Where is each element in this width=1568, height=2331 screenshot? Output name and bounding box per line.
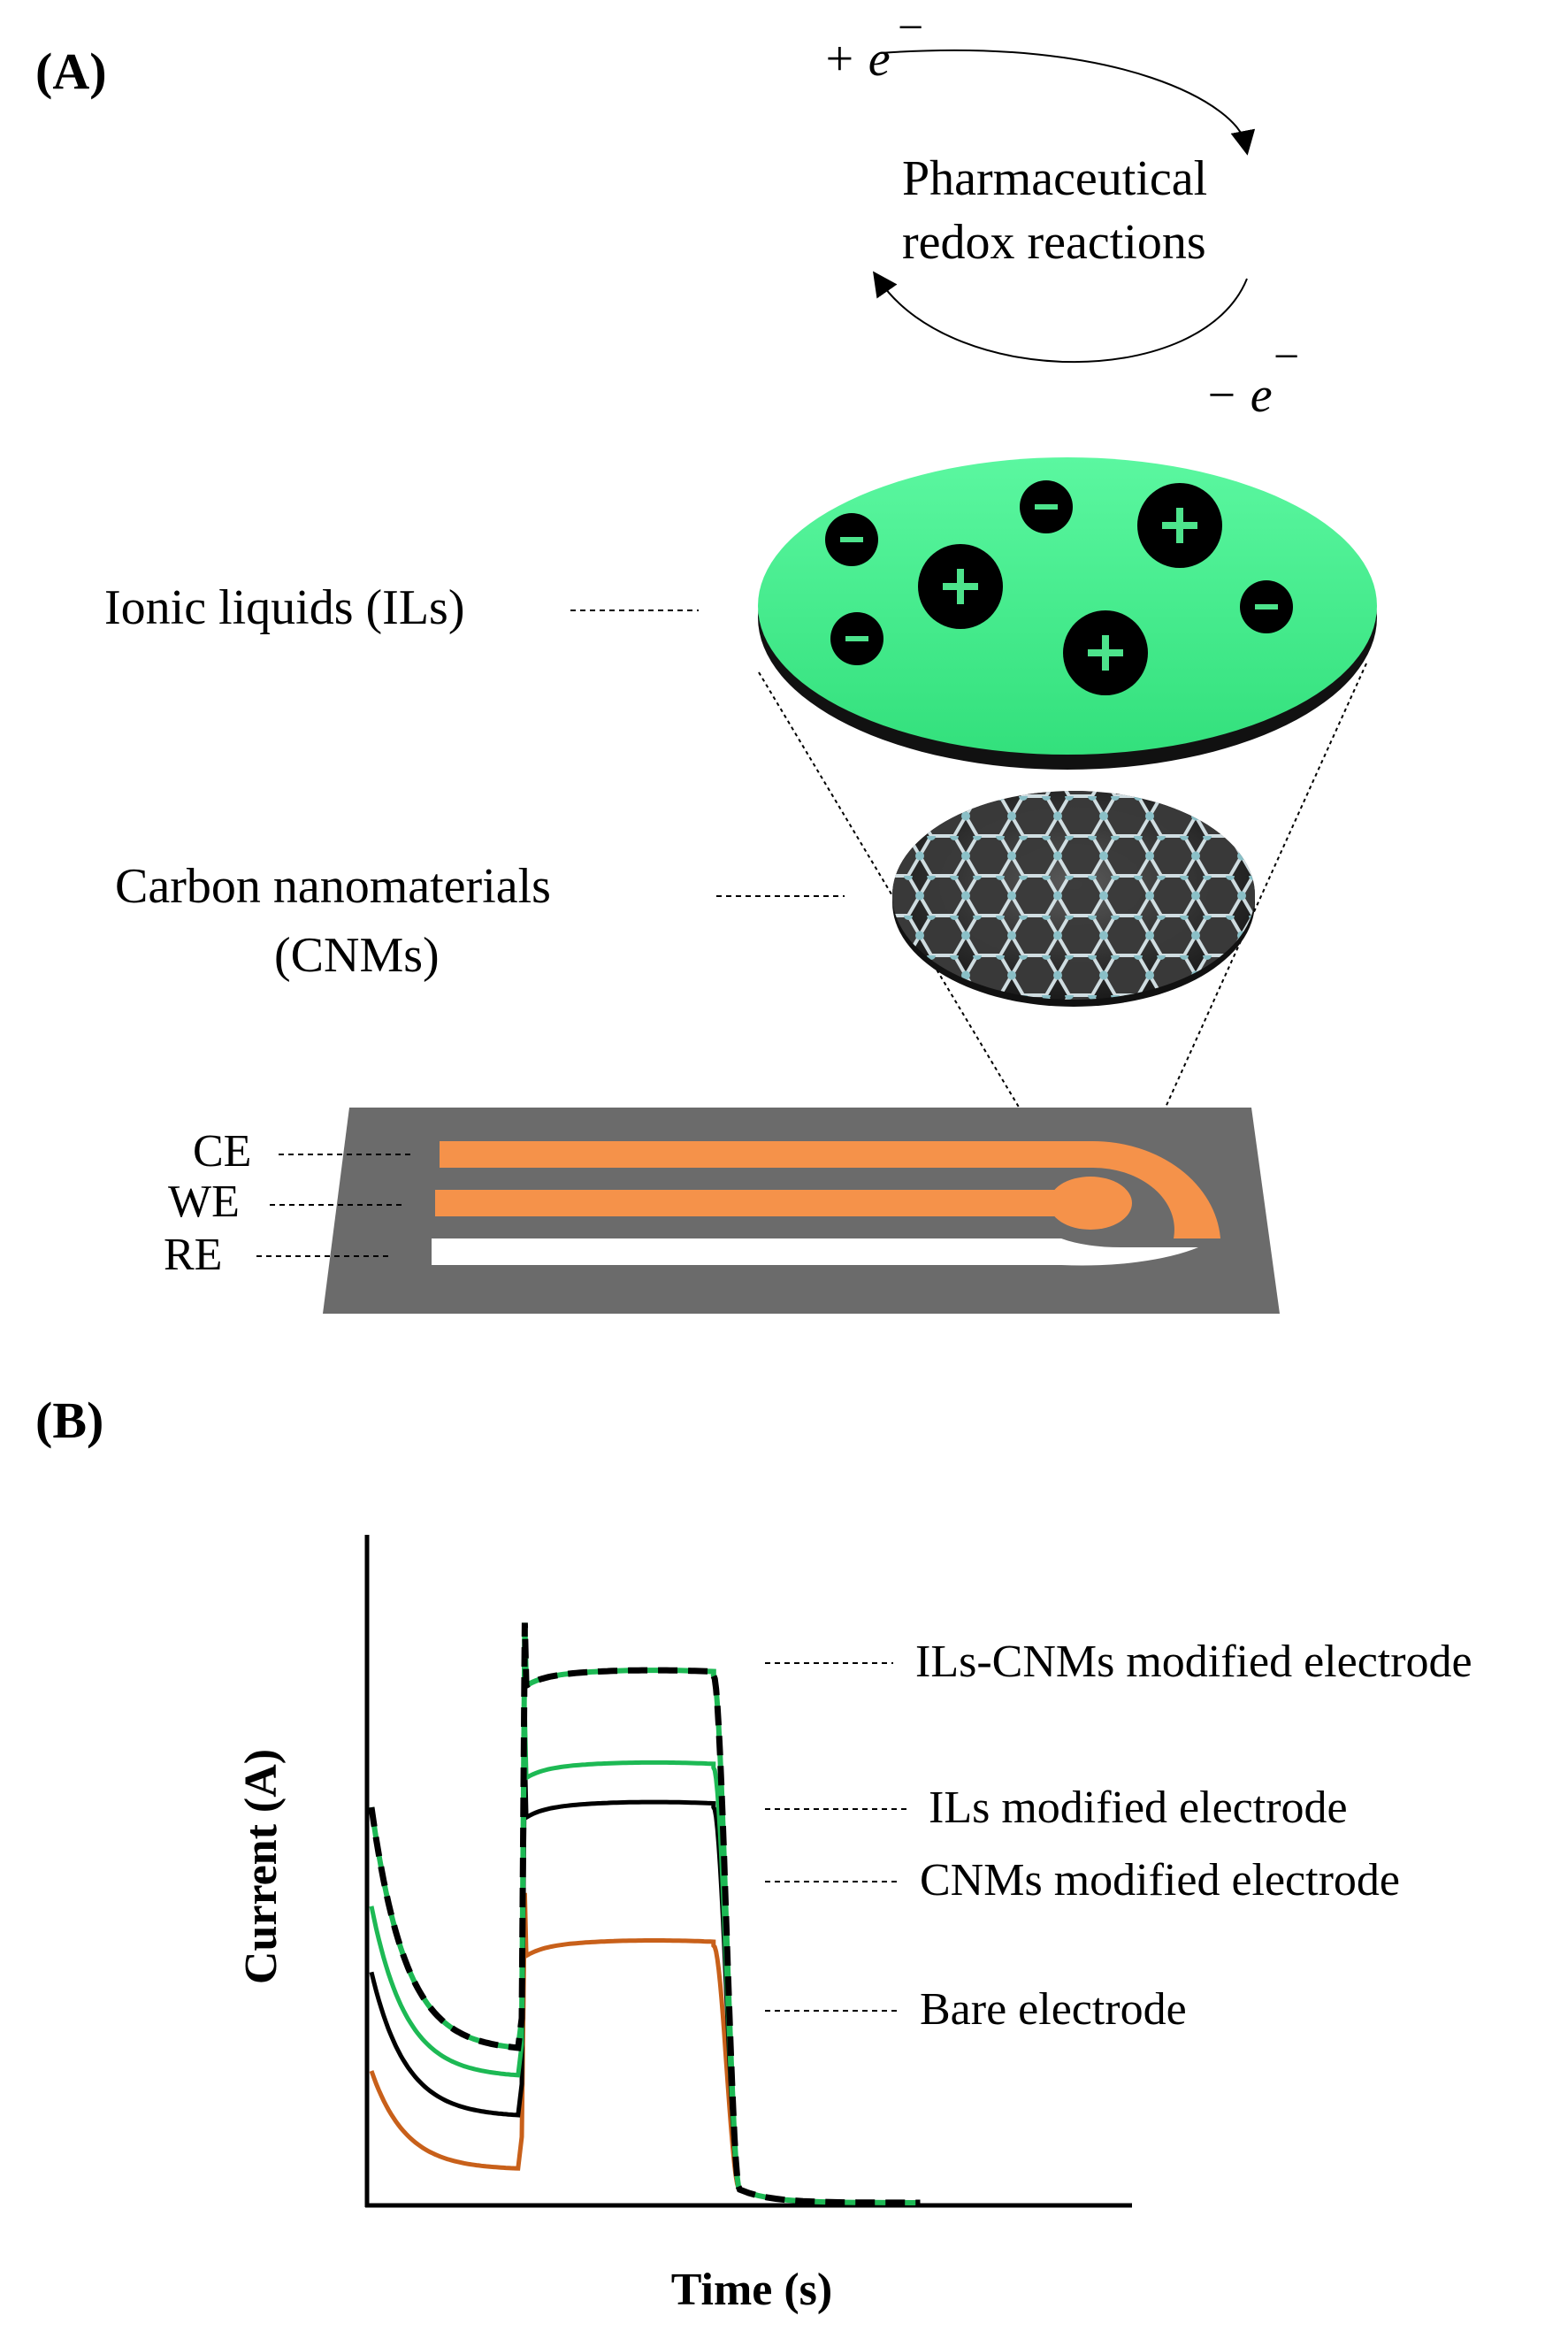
cnm-label-line2: (CNMs) (274, 928, 440, 983)
we-disk (1049, 1177, 1132, 1230)
series-line (369, 1754, 921, 2205)
panel-b-label: (B) (35, 1392, 103, 1449)
ce-arc (1039, 1140, 1220, 1238)
series-line-underlay (369, 1622, 921, 2205)
series-line (369, 1714, 921, 2205)
re-arc (1051, 1238, 1198, 1266)
cnm-label-line1: Carbon nanomaterials (115, 859, 551, 914)
cnm-disk (892, 791, 1255, 1007)
we-track (435, 1190, 1079, 1216)
redox-line1: Pharmaceutical (902, 151, 1207, 206)
screen-printed-electrode (323, 1108, 1280, 1314)
series-label: CNMs modified electrode (920, 1855, 1400, 1905)
electron-gain-label: + e (822, 32, 891, 87)
y-axis-title: Current (A) (236, 1749, 287, 1984)
il-disk-top (758, 457, 1377, 755)
lower-arrow (872, 271, 1248, 364)
series-layer (368, 1622, 921, 2206)
anion-icon (1240, 580, 1293, 633)
re-label: RE (164, 1230, 222, 1280)
cation-icon (1063, 610, 1148, 695)
graphene-lattice (892, 791, 1255, 1000)
anion-icon (1020, 480, 1073, 533)
series-label: ILs-CNMs modified electrode (915, 1637, 1472, 1687)
panel-a-label: (A) (35, 42, 107, 100)
electron-gain-sup: − (898, 3, 923, 53)
legend-leaders (765, 1662, 906, 2012)
electron-loss-label: − e (1205, 368, 1273, 423)
ce-label: CE (193, 1126, 251, 1177)
series-label: ILs modified electrode (929, 1783, 1348, 1833)
series-line (368, 1622, 921, 2206)
ionic-liquid-disk (758, 457, 1377, 770)
anion-icon (825, 513, 878, 566)
cation-icon (918, 544, 1003, 629)
upper-arrow (879, 49, 1256, 156)
re-track (432, 1238, 1051, 1265)
anion-icon (830, 612, 883, 665)
x-axis-title: Time (s) (671, 2265, 832, 2315)
redox-cycle: + e − Pharmaceutical redox reactions − e… (822, 3, 1299, 423)
we-label: WE (168, 1177, 240, 1227)
redox-line2: redox reactions (902, 215, 1206, 270)
electron-loss-sup: − (1274, 332, 1299, 382)
series-label: Bare electrode (920, 1984, 1187, 2035)
ce-track (440, 1141, 1059, 1168)
cation-icon (1137, 483, 1222, 568)
series-line (369, 1892, 921, 2205)
il-label: Ionic liquids (ILs) (104, 580, 464, 635)
